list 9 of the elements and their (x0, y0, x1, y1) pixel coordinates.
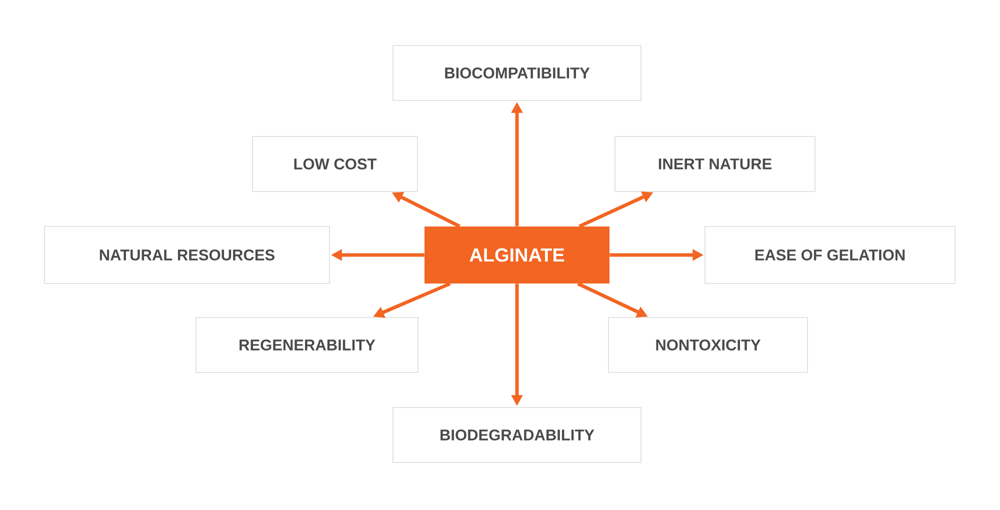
property-box: BIODEGRADABILITY (392, 407, 642, 463)
property-box: REGENERABILITY (196, 317, 418, 373)
property-box: NONTOXICITY (608, 317, 808, 373)
center-box: ALGINATE (424, 226, 610, 284)
property-box: BIOCOMPATIBILITY (392, 45, 642, 101)
property-box: LOW COST (252, 136, 418, 192)
property-box: NATURAL RESOURCES (44, 226, 330, 284)
property-box: INERT NATURE (614, 136, 816, 192)
property-box: EASE OF GELATION (704, 226, 956, 284)
